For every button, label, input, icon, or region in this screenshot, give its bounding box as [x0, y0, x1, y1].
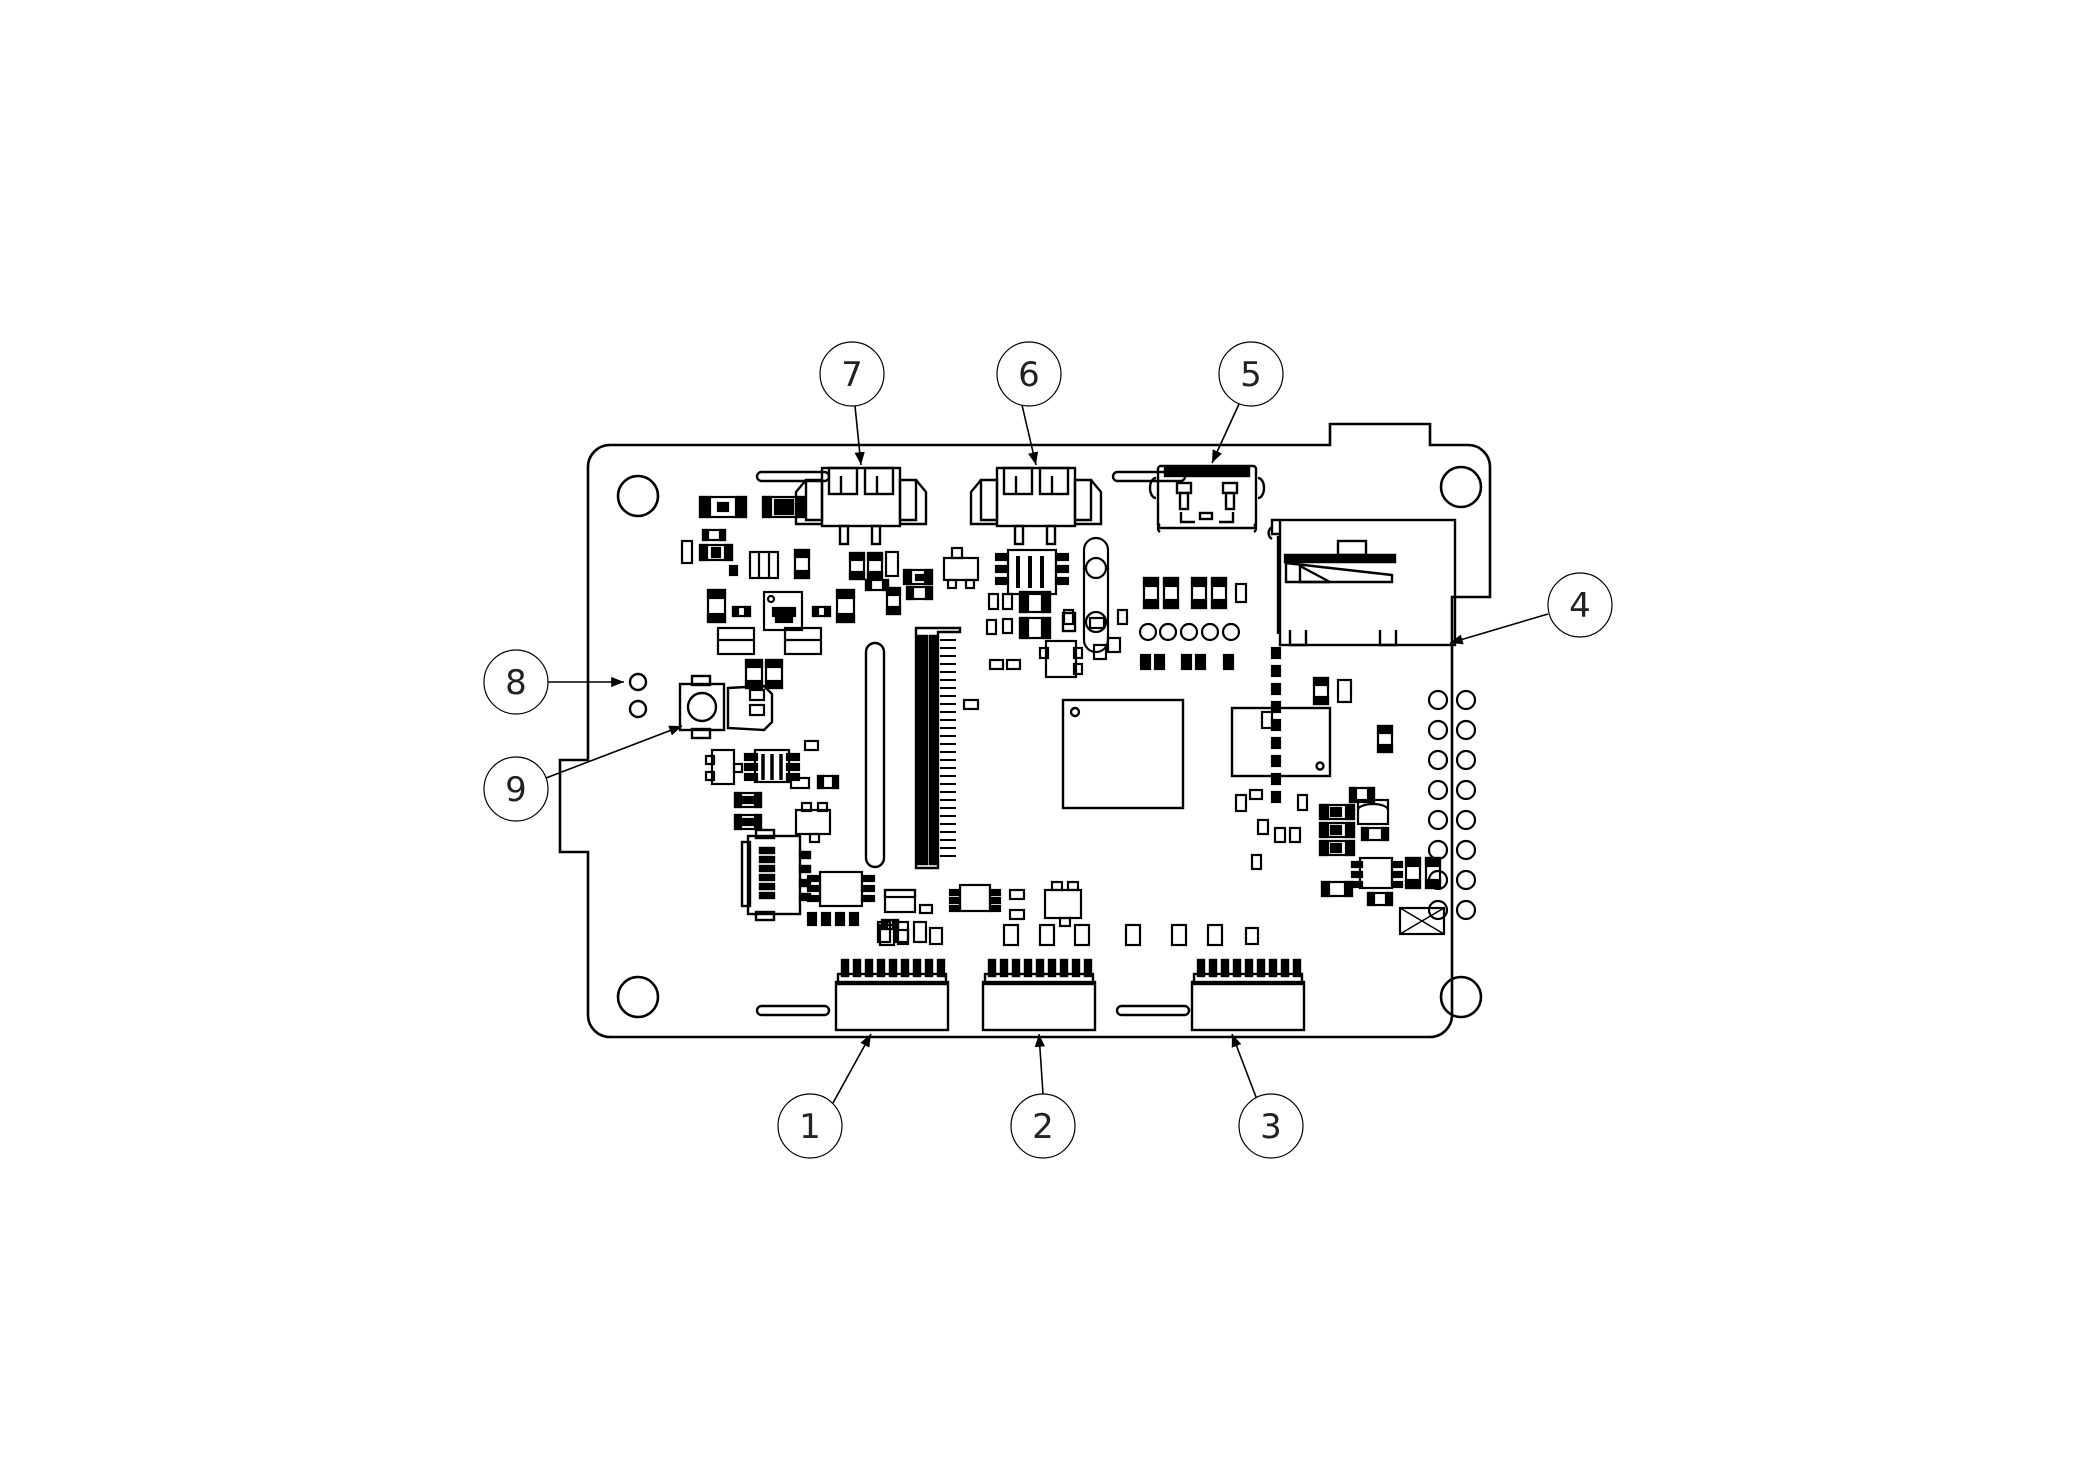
- mcu-package: [1061, 698, 1185, 810]
- wire-to-board-connector: [740, 828, 812, 922]
- callout-8[interactable]: 8: [483, 649, 624, 715]
- smd-cluster-mid-center: [985, 590, 1122, 679]
- smd-pad-row-bottom: [1002, 923, 1260, 947]
- micro-usb-connector: [1148, 464, 1266, 533]
- callout-5-label: 5: [1240, 355, 1262, 395]
- right-header-connector: [1190, 958, 1306, 1032]
- sd-left-pads: [1270, 646, 1282, 804]
- callout-7-label: 7: [841, 355, 863, 395]
- callout-7-leader: [854, 405, 865, 466]
- callout-8-label: 8: [505, 663, 527, 703]
- callout-1-leader: [832, 1033, 872, 1104]
- smd-cluster-bottom-center: [880, 658, 1083, 931]
- callout-5-circle: [1218, 341, 1284, 407]
- ffc-ribbon-connector: [914, 626, 962, 870]
- smd-cluster-upper-left: [680, 495, 856, 690]
- silkscreen-bar-bottom-right: [1115, 1004, 1191, 1017]
- callout-2-label: 2: [1032, 1107, 1054, 1147]
- silkscreen-layer: [755, 470, 1191, 1017]
- callout-3[interactable]: 3: [1231, 1033, 1304, 1159]
- callout-layer: 1 2 3 4 5: [483, 341, 1613, 1159]
- callout-9-circle: [483, 756, 549, 822]
- smd-cluster-top-center: [848, 546, 980, 616]
- callout-3-label: 3: [1260, 1107, 1282, 1147]
- callout-9-leader: [545, 725, 683, 779]
- smd-cluster-lower-left: [878, 923, 944, 947]
- board-slot-cutout: [864, 641, 886, 869]
- callout-1-circle: [777, 1093, 843, 1159]
- callout-4-circle: [1547, 572, 1613, 638]
- capacitor-row: [1142, 576, 1248, 610]
- soic-package-top: [994, 548, 1070, 596]
- led-indicator-secondary: [628, 699, 648, 719]
- callout-4-leader: [1449, 613, 1549, 645]
- dual-pad-component: [1062, 536, 1129, 654]
- callout-5-leader: [1211, 403, 1240, 464]
- sd-card-socket: [1267, 518, 1457, 647]
- callout-7-circle: [819, 341, 885, 407]
- callout-6-leader: [1021, 404, 1039, 466]
- callout-1[interactable]: 1: [777, 1033, 872, 1159]
- mcu-pin1-marker: [1069, 706, 1081, 718]
- memory-pin1-marker: [1315, 761, 1325, 771]
- callout-8-circle: [483, 649, 549, 715]
- pcb-board-layer: [558, 422, 1492, 1039]
- silkscreen-bar-bottom-left: [755, 1004, 831, 1017]
- mounting-hole-bottom-left: [616, 975, 660, 1019]
- callout-4[interactable]: 4: [1449, 572, 1613, 645]
- callout-4-label: 4: [1569, 586, 1591, 626]
- callout-3-circle: [1238, 1093, 1304, 1159]
- soic-package-left: [806, 870, 928, 944]
- terminal-block-connector-1: [794, 466, 928, 546]
- center-header-connector: [981, 958, 1097, 1032]
- callout-9-label: 9: [505, 770, 527, 810]
- callout-2-leader: [1034, 1033, 1045, 1095]
- led-indicator: [628, 672, 648, 692]
- callout-3-leader: [1231, 1033, 1257, 1098]
- via-grid-array: [1427, 689, 1477, 921]
- mounting-hole-bottom-right: [1439, 975, 1483, 1019]
- callout-5[interactable]: 5: [1211, 341, 1284, 464]
- test-pad-row: [1138, 622, 1241, 642]
- callout-9[interactable]: 9: [483, 725, 683, 822]
- terminal-block-connector-2: [969, 466, 1103, 546]
- mounting-hole-top-right: [1439, 465, 1483, 509]
- callout-2-circle: [1010, 1093, 1076, 1159]
- smd-cluster-left-mid: [704, 688, 840, 844]
- pcb-outline: [558, 422, 1492, 1039]
- tactile-push-button: [678, 674, 774, 740]
- callout-6-label: 6: [1018, 355, 1040, 395]
- callout-6-circle: [996, 341, 1062, 407]
- smd-component-layer: [680, 495, 1477, 947]
- smd-cluster-right: [1234, 676, 1446, 936]
- callout-7[interactable]: 7: [819, 341, 885, 466]
- callout-1-label: 1: [799, 1107, 821, 1147]
- callout-6[interactable]: 6: [996, 341, 1062, 466]
- callout-2[interactable]: 2: [1010, 1033, 1076, 1159]
- smd-pad-row-2: [1139, 653, 1235, 671]
- mounting-hole-top-left: [616, 474, 660, 518]
- left-header-connector: [834, 958, 950, 1032]
